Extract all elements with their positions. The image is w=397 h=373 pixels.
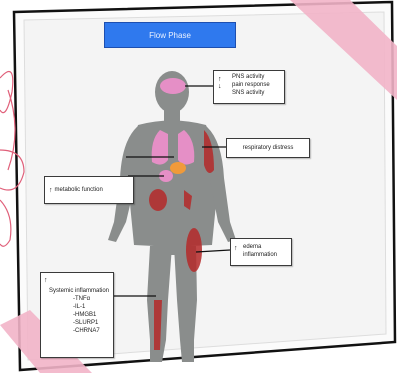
- up-arrow-icon-systemic: ↑: [44, 277, 48, 284]
- brain-line-2: pain response: [232, 81, 284, 89]
- respiratory-label: respiratory distress: [243, 144, 294, 152]
- systemic-item: -IL-1: [73, 303, 113, 311]
- title-button: Flow Phase: [104, 22, 236, 48]
- brain: [160, 78, 186, 94]
- up-arrow-icon-edema: ↑: [234, 245, 238, 252]
- systemic-item: -SLURP1: [73, 319, 113, 327]
- systemic-box: ↑ Systemic inflammation -TNFα -IL-1 -HMG…: [40, 272, 114, 358]
- systemic-heading: Systemic inflammation: [49, 287, 113, 295]
- respiratory-box: respiratory distress: [226, 138, 310, 158]
- brain-line-1: PNS activity: [232, 73, 284, 81]
- edema-line-1: edema: [243, 243, 291, 251]
- edema-box: ↑ edema inflammation: [230, 238, 292, 266]
- heart: [170, 162, 186, 174]
- systemic-item: -HMGB1: [73, 311, 113, 319]
- systemic-item: -CHRNA7: [73, 327, 113, 335]
- up-arrow-icon: ↑: [49, 187, 53, 194]
- metabolic-box: ↑ metabolic function: [44, 176, 134, 204]
- brain-line-3: SNS activity: [232, 89, 284, 97]
- systemic-item: -TNFα: [73, 295, 113, 303]
- brain-effects-box: ↑↓ PNS activity pain response SNS activi…: [213, 70, 285, 104]
- up-down-arrow-icon: ↑↓: [218, 76, 222, 90]
- edema-line-2: inflammation: [243, 251, 291, 259]
- metabolic-label: metabolic function: [55, 186, 103, 194]
